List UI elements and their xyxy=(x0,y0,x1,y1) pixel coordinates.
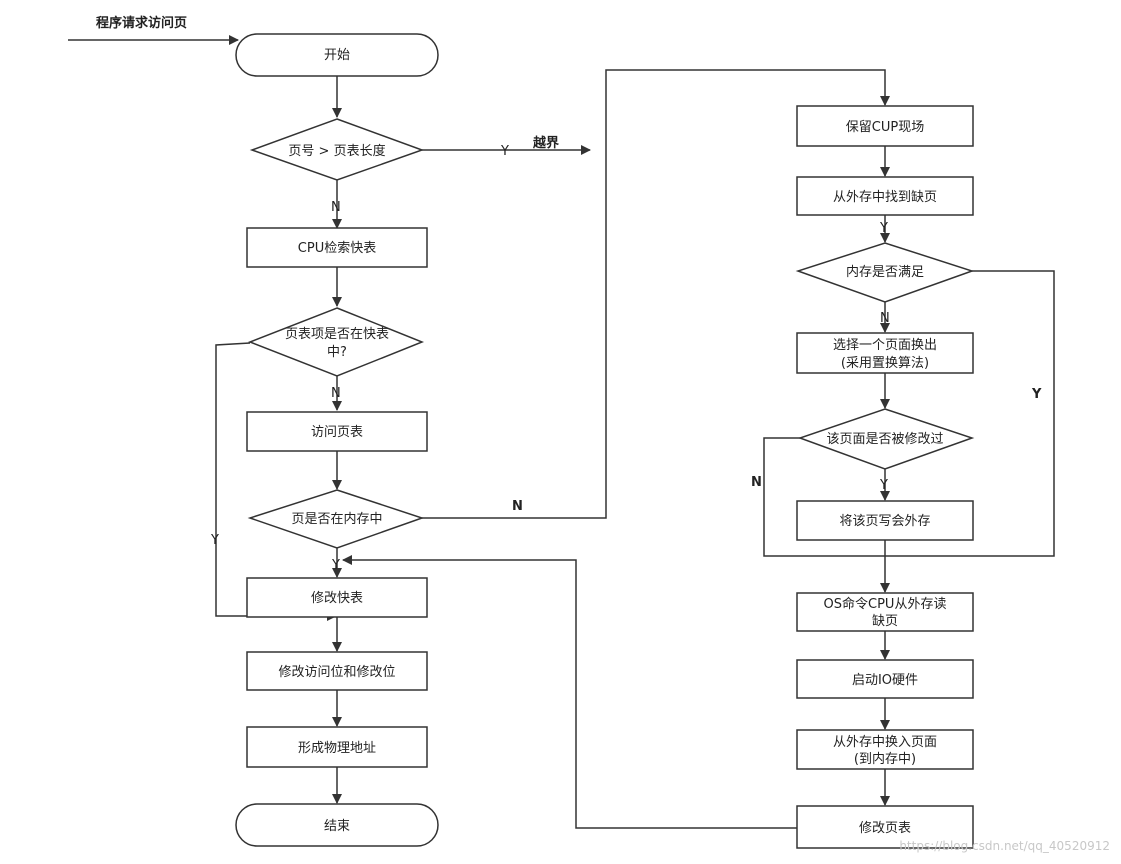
edge-tlb-yes xyxy=(215,342,337,621)
entry-label: 程序请求访问页 xyxy=(96,15,187,31)
decision-memory-full-label: 内存是否满足 xyxy=(846,264,924,280)
connectors xyxy=(68,35,1055,829)
process-modify-tlb xyxy=(246,577,428,618)
label-n-memory-full: N xyxy=(880,311,890,326)
decision-in-tlb-label-2: 中? xyxy=(327,345,347,360)
process-start-io-label: 启动IO硬件 xyxy=(852,673,918,688)
process-save-cpu xyxy=(796,105,974,147)
right-column: 保留CUP现场 从外存中找到缺页 内存是否满足 选择一个页面换出 (采用置换算法… xyxy=(795,105,975,849)
process-start-io xyxy=(796,659,974,699)
watermark: https://blog.csdn.net/qq_40520912 xyxy=(899,839,1110,853)
process-find-page xyxy=(796,176,974,216)
edge-modified-no xyxy=(763,437,886,557)
decision-modified-label: 该页面是否被修改过 xyxy=(826,432,943,447)
process-swap-in-label-2: (到内存中) xyxy=(854,751,916,767)
edge-pagetable-back xyxy=(342,555,797,829)
edge-memory-no xyxy=(422,69,890,519)
label-overflow: 越界 xyxy=(532,135,559,151)
decision-page-length xyxy=(249,118,425,181)
decision-page-length-label: 页号 > 页表长度 xyxy=(288,143,385,159)
start-terminal xyxy=(235,33,439,77)
end-terminal xyxy=(235,803,439,847)
start-label: 开始 xyxy=(324,48,350,63)
process-form-address xyxy=(246,726,428,768)
label-y-find: Y xyxy=(879,221,888,236)
label-n-length: N xyxy=(331,200,341,215)
process-find-page-label: 从外存中找到缺页 xyxy=(833,190,937,205)
process-swap-in-label-1: 从外存中换入页面 xyxy=(833,735,937,750)
decision-in-tlb-label-1: 页表项是否在快表 xyxy=(285,327,389,342)
process-access-page-table xyxy=(246,411,428,452)
decision-in-memory-label: 页是否在内存中 xyxy=(291,511,382,527)
process-modify-tlb-label: 修改快表 xyxy=(311,591,363,606)
process-os-read xyxy=(796,592,974,632)
process-modify-bits xyxy=(246,651,428,691)
process-os-read-label-2: 缺页 xyxy=(872,614,898,629)
process-swap-in xyxy=(796,729,974,770)
process-select-page-label-2: (采用置换算法) xyxy=(841,356,929,371)
process-write-back-label: 将该页写会外存 xyxy=(839,514,930,529)
label-y-modified: Y xyxy=(879,478,888,493)
process-write-back xyxy=(796,500,974,541)
label-n-modified: N xyxy=(751,475,762,490)
label-y-memory: Y xyxy=(331,558,340,573)
process-select-page-label-1: 选择一个页面换出 xyxy=(833,338,937,353)
process-modify-page-table-label: 修改页表 xyxy=(859,821,911,836)
process-cpu-search-tlb-label: CPU检索快表 xyxy=(298,241,376,256)
label-y-overflow: Y xyxy=(500,144,509,159)
process-modify-page-table xyxy=(796,805,974,849)
decision-in-tlb xyxy=(247,307,425,377)
label-n-memory: N xyxy=(512,499,523,514)
edge-labels: 程序请求访问页 Y 越界 N N Y N Y Y N Y N Y https:/… xyxy=(96,15,1110,853)
edge-full-yes xyxy=(886,270,1055,557)
decision-in-memory xyxy=(247,489,425,549)
label-y-memory-full: Y xyxy=(1031,387,1042,402)
process-form-address-label: 形成物理地址 xyxy=(298,741,376,756)
decision-memory-full xyxy=(795,242,975,303)
process-save-cpu-label: 保留CUP现场 xyxy=(846,120,924,135)
end-label: 结束 xyxy=(324,819,350,834)
process-cpu-search-tlb xyxy=(246,227,428,268)
left-column: 开始 页号 > 页表长度 CPU检索快表 页表项是否在快表 中? 访问页表 页是… xyxy=(235,33,439,847)
label-y-tlb: Y xyxy=(210,533,219,548)
process-access-page-table-label: 访问页表 xyxy=(311,425,363,440)
process-os-read-label-1: OS命令CPU从外存读 xyxy=(824,596,947,612)
process-select-page xyxy=(796,332,974,374)
process-modify-bits-label: 修改访问位和修改位 xyxy=(278,665,395,680)
decision-modified xyxy=(797,408,975,470)
label-n-tlb: N xyxy=(331,386,341,401)
